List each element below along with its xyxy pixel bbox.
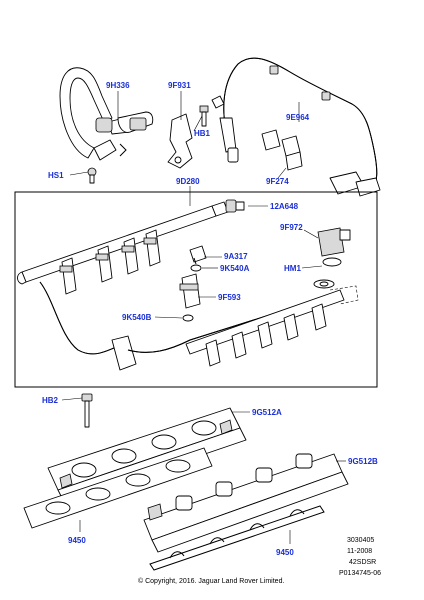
label-hb1[interactable]: HB1 [194,129,211,138]
manifold-9g512b [143,453,349,553]
copyright: © Copyright, 2016. Jaguar Land Rover Lim… [138,577,284,585]
label-9e964[interactable]: 9E964 [286,113,310,122]
label-9g512a[interactable]: 9G512A [252,408,282,417]
injectors-front [59,229,161,295]
label-9f972[interactable]: 9F972 [280,223,303,232]
leader-lines [61,91,346,544]
label-9k540b[interactable]: 9K540B [122,313,152,322]
fuel-rail-9d280 [17,201,359,371]
clip-9a317 [189,245,207,265]
screw-hs1 [87,167,97,184]
label-9g512b[interactable]: 9G512B [348,457,378,466]
ref-date: 11-2008 [347,548,372,555]
injector-9f593 [179,273,201,309]
label-9f931[interactable]: 9F931 [168,81,191,90]
ref-model-code: 42SDSR [349,559,376,566]
label-12a648[interactable]: 12A648 [270,202,299,211]
label-9450-right[interactable]: 9450 [276,548,294,557]
injectors-rear [205,303,327,367]
label-9f274[interactable]: 9F274 [266,177,289,186]
fuel-hose-9h336 [59,67,154,161]
o-ring-9k540b [182,314,194,322]
o-ring-9k540a [190,264,202,272]
gasket-9450-right [149,505,325,571]
label-9k540a[interactable]: 9K540A [220,264,250,273]
label-hm1[interactable]: HM1 [284,264,301,273]
gasket-9450-left [23,447,213,529]
ref-publication: P0134745-06 [339,570,381,577]
label-9450-left[interactable]: 9450 [68,536,86,545]
label-hb2[interactable]: HB2 [42,396,59,405]
sensor-12a648 [225,199,245,213]
regulator-9f972 [313,227,351,289]
ref-number: 3030405 [347,537,374,544]
bolt-hb1 [199,105,209,127]
clips-9f274 [261,129,303,171]
bracket-9f931 [167,113,193,169]
harness-9e964 [211,57,381,197]
label-9d280[interactable]: 9D280 [176,177,200,186]
label-9a317[interactable]: 9A317 [224,252,248,261]
bolt-hb2 [81,393,93,428]
fuel-rail-group-frame [14,191,378,388]
label-9h336[interactable]: 9H336 [106,81,130,90]
label-hs1[interactable]: HS1 [48,171,64,180]
label-9f593[interactable]: 9F593 [218,293,241,302]
